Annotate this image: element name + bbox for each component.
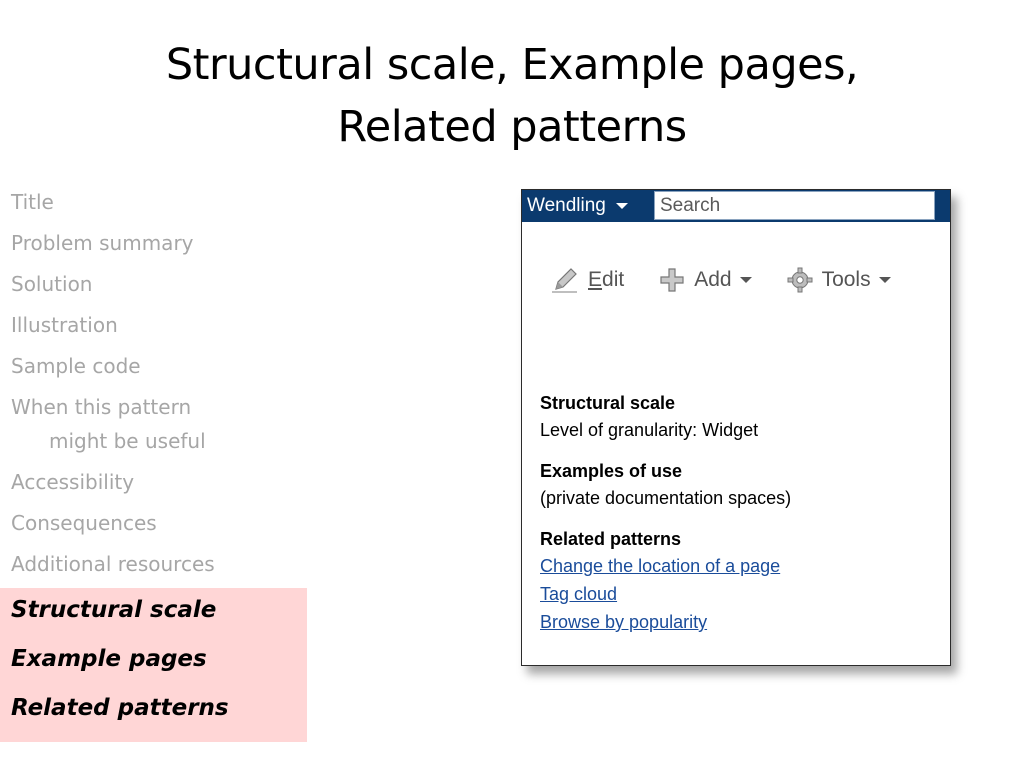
outline-item-title: Title — [11, 190, 54, 214]
search-input[interactable] — [654, 191, 935, 220]
slide-title-line-1: Structural scale, Example pages, — [165, 40, 859, 90]
add-label: Add — [694, 268, 732, 291]
chevron-down-icon — [615, 203, 628, 209]
slide-title: Structural scale, Example pages, Related… — [0, 34, 1024, 158]
outline-item-solution: Solution — [11, 272, 93, 296]
edit-label: Edit — [588, 268, 625, 291]
related-link-change-location[interactable]: Change the location of a page — [540, 556, 781, 576]
highlighted-outline-section — [0, 588, 307, 742]
pattern-outline-list: Title Problem summary Solution Illustrat… — [0, 185, 310, 588]
pencil-icon — [552, 268, 577, 293]
structural-scale-text: Level of granularity: Widget — [540, 420, 759, 440]
slide-title-line-2: Related patterns — [337, 102, 687, 152]
examples-heading: Examples of use — [540, 461, 683, 481]
chevron-down-icon — [739, 277, 752, 283]
highlighted-outline-items: Structural scale Example pages Related p… — [0, 588, 307, 735]
structural-scale-heading: Structural scale — [540, 393, 676, 413]
space-menu-label: Wendling — [527, 195, 606, 216]
wiki-page-screenshot: Wendling Edit Add — [521, 189, 951, 666]
outline-item-related-patterns: Related patterns — [11, 695, 229, 721]
outline-item-sample-code: Sample code — [11, 354, 141, 378]
chevron-down-icon — [878, 277, 891, 283]
related-link-tag-cloud[interactable]: Tag cloud — [540, 584, 618, 604]
add-menu-button[interactable]: Add — [658, 266, 752, 294]
tools-label: Tools — [821, 268, 871, 291]
outline-item-additional-resources: Additional resources — [11, 552, 215, 576]
outline-item-when-useful: When this pattern might be useful — [0, 390, 310, 465]
outline-item-problem-summary: Problem summary — [11, 231, 194, 255]
outline-item-when-useful-line-1: When this pattern — [11, 395, 192, 419]
outline-item-when-useful-line-2: might be useful — [49, 429, 206, 453]
edit-button[interactable]: Edit — [550, 265, 624, 295]
gear-icon — [787, 267, 813, 293]
plus-icon — [660, 268, 684, 292]
space-menu-button[interactable]: Wendling — [527, 190, 628, 222]
outline-item-structural-scale: Structural scale — [11, 597, 217, 623]
outline-item-accessibility: Accessibility — [11, 470, 135, 494]
pattern-info-panel: Structural scale Level of granularity: W… — [540, 390, 940, 636]
related-link-browse-popularity[interactable]: Browse by popularity — [540, 612, 708, 632]
wiki-top-bar: Wendling — [522, 190, 950, 222]
related-patterns-heading: Related patterns — [540, 529, 682, 549]
outline-item-illustration: Illustration — [11, 313, 118, 337]
examples-text: (private documentation spaces) — [540, 488, 792, 508]
page-toolbar: Edit Add Tools — [550, 262, 925, 298]
outline-item-consequences: Consequences — [11, 511, 157, 535]
outline-item-example-pages: Example pages — [11, 646, 207, 672]
tools-menu-button[interactable]: Tools — [786, 266, 891, 294]
